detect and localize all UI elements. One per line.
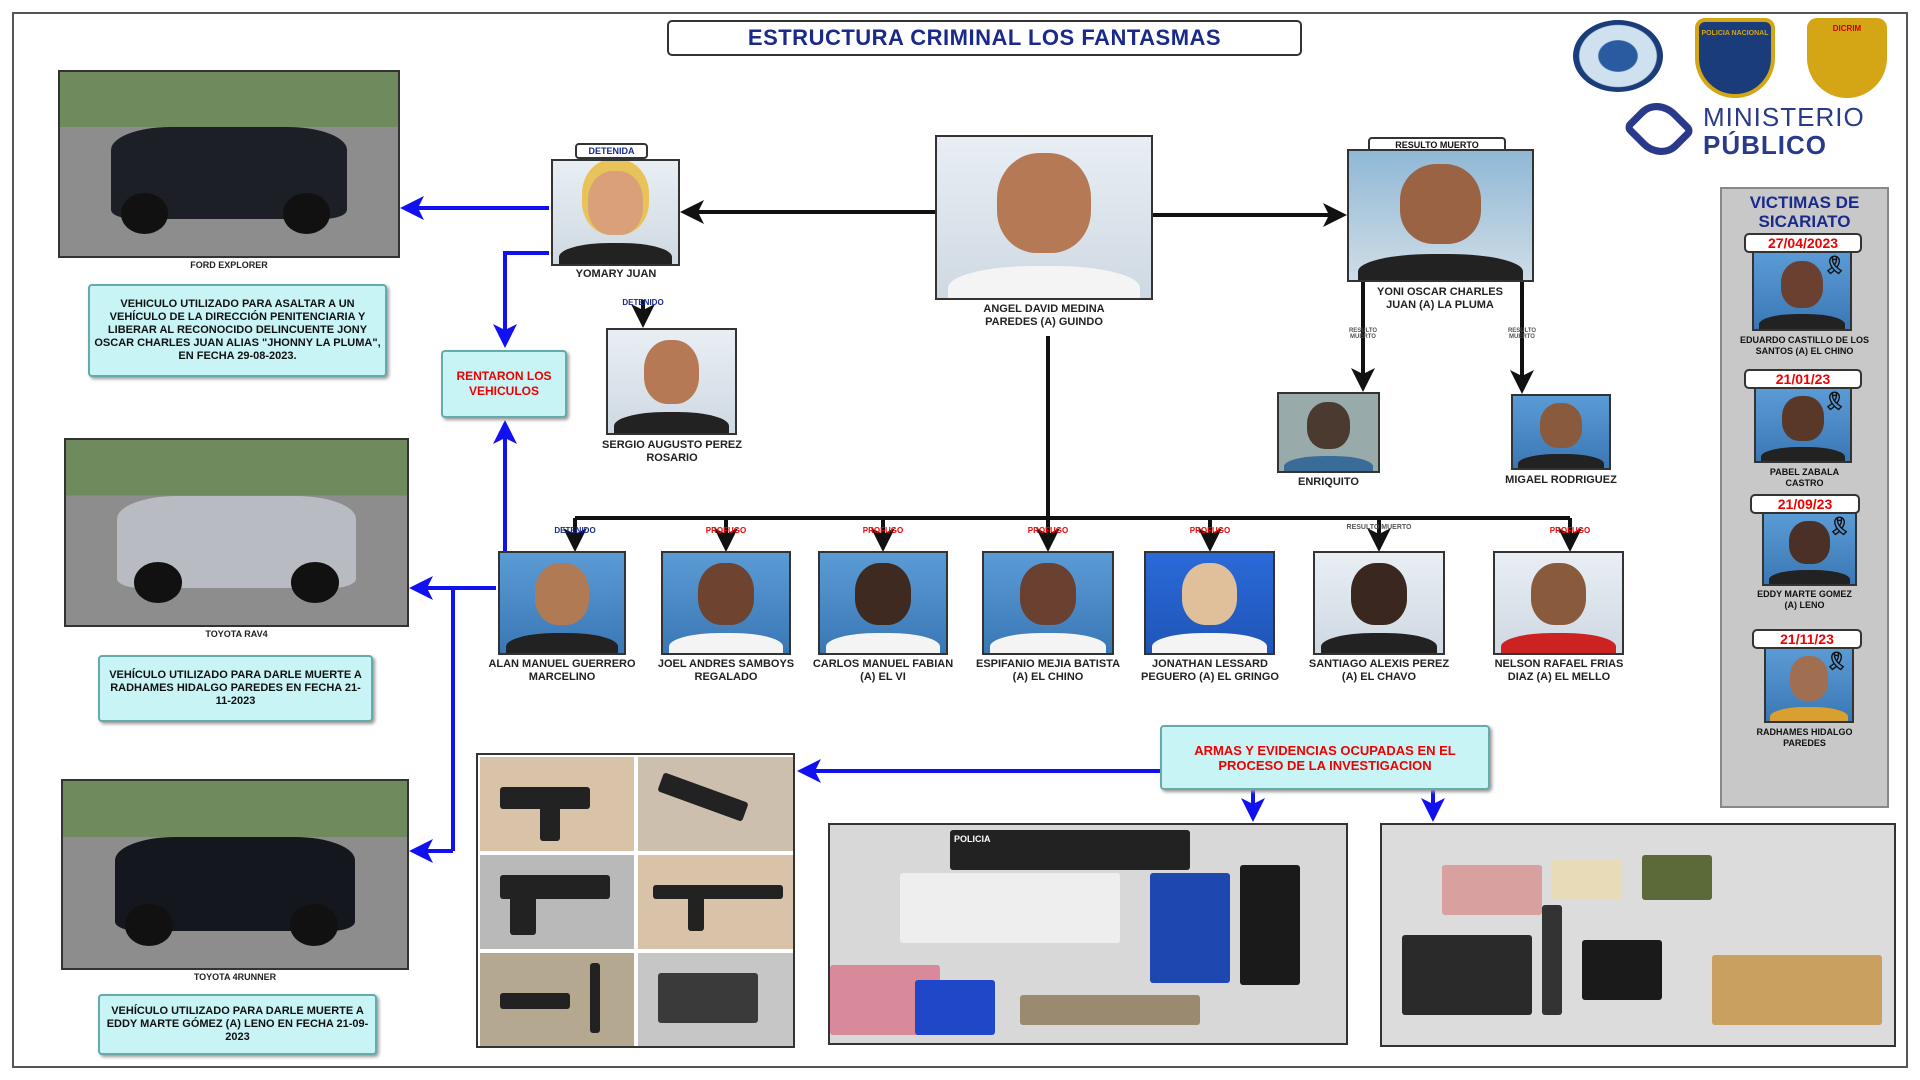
victims-title: VICTIMAS DE SICARIATO <box>1749 193 1860 231</box>
person-name: CARLOS MANUEL FABIAN (A) EL VI <box>812 658 954 683</box>
victim-photo: 🎗 <box>1764 647 1854 723</box>
status-label: DETENIDO <box>622 298 664 307</box>
mourning-ribbon-icon: 🎗 <box>1823 255 1846 275</box>
status-label: PROFUGO <box>1027 526 1069 535</box>
vehicle-description: VEHÍCULO UTILIZADO PARA DARLE MUERTE A E… <box>98 994 377 1055</box>
status-label: PROFUGO <box>862 526 904 535</box>
victim-date: 27/04/2023 <box>1744 233 1862 253</box>
person-name: JOEL ANDRES SAMBOYS REGALADO <box>657 658 795 683</box>
seal-dicrim-icon: DICRIM <box>1807 18 1887 98</box>
clothing-item <box>1150 873 1230 983</box>
photo-jonathan-lessard <box>1144 551 1275 655</box>
cash-item <box>1442 865 1542 915</box>
person-name: ESPIFANIO MEJIA BATISTA (A) EL CHINO <box>975 658 1121 683</box>
vehicle-photo-ford-explorer <box>58 70 400 258</box>
ministerio-line2: PÚBLICO <box>1703 130 1827 160</box>
status-label: PROFUGO <box>705 526 747 535</box>
person-name: ENRIQUITO <box>1298 476 1359 488</box>
weapon-photo <box>480 953 634 1046</box>
status-label: PROFUGO <box>1189 526 1231 535</box>
frame <box>12 12 1908 1068</box>
person-name: NELSON RAFAEL FRIAS DIAZ (A) EL MELLO <box>1494 658 1624 683</box>
status-label: PROFUGO <box>1549 526 1591 535</box>
police-vest: POLICIA <box>950 830 1190 870</box>
ministerio-text: MINISTERIO PÚBLICO <box>1703 103 1865 159</box>
clothing-item <box>900 873 1120 943</box>
ministerio-line1: MINISTERIO <box>1703 102 1865 132</box>
victim-date: 21/01/23 <box>1744 369 1862 389</box>
page-title: ESTRUCTURA CRIMINAL LOS FANTASMAS <box>667 20 1302 56</box>
photo-angel-medina-leader <box>935 135 1153 300</box>
victim-name: EDUARDO CASTILLO DE LOS SANTOS (A) EL CH… <box>1739 335 1869 356</box>
vehicle-label: FORD EXPLORER <box>190 260 268 270</box>
victim-name: PABEL ZABALA CASTRO <box>1769 467 1840 488</box>
person-name: ALAN MANUEL GUERRERO MARCELINO <box>488 658 636 683</box>
victim-photo: 🎗 <box>1762 512 1857 586</box>
photo-yomary-juan <box>551 159 680 266</box>
victims-panel: VICTIMAS DE SICARIATO 27/04/2023 🎗 EDUAR… <box>1720 187 1889 808</box>
photo-nelson-frias <box>1493 551 1624 655</box>
status-badge: DETENIDA <box>575 143 648 159</box>
weapons-photo-grid <box>476 753 795 1048</box>
evidence-label-box: ARMAS Y EVIDENCIAS OCUPADAS EN EL PROCES… <box>1160 725 1490 790</box>
vehicle-label: TOYOTA 4RUNNER <box>193 972 277 982</box>
victim-name: EDDY MARTE GOMEZ (A) LENO <box>1757 589 1852 610</box>
photo-sergio-perez <box>606 328 737 435</box>
status-label: RESULTO MUERTO <box>1507 328 1537 340</box>
person-name: YONI OSCAR CHARLES JUAN (A) LA PLUMA <box>1377 286 1503 311</box>
weapon-photo <box>480 757 634 851</box>
photo-alan-guerrero <box>498 551 626 655</box>
weapon-photo <box>638 757 793 851</box>
vehicle-photo-toyota-rav4 <box>64 438 409 627</box>
person-name: JONATHAN LESSARD PEGUERO (A) EL GRINGO <box>1141 658 1279 683</box>
seal-policia-icon: POLICIA NACIONAL <box>1695 18 1775 98</box>
logo-area: POLICIA NACIONAL DICRIM MINISTERIO PÚBLI… <box>1573 18 1898 166</box>
ammo-item <box>1020 995 1200 1025</box>
leader-name: ANGEL DAVID MEDINA PAREDES (A) GUINDO <box>983 303 1105 328</box>
victim-date: 21/11/23 <box>1752 629 1862 649</box>
vehicle-photo-toyota-4runner <box>61 779 409 970</box>
mourning-ribbon-icon: 🎗 <box>1825 651 1848 671</box>
item <box>1582 940 1662 1000</box>
weapon-photo <box>638 855 793 949</box>
photo-enriquito <box>1277 392 1380 473</box>
mourning-ribbon-icon: 🎗 <box>1823 391 1846 411</box>
vehicle-description: VEHICULO UTILIZADO PARA ASALTAR A UN VEH… <box>88 284 387 377</box>
photo-joel-samboys <box>661 551 791 655</box>
status-label: RESULTO MUERTO <box>1348 328 1378 340</box>
weapon-photo <box>480 855 634 949</box>
clothing-item <box>1240 865 1300 985</box>
person-name: MIGAEL RODRIGUEZ <box>1505 474 1617 486</box>
victim-photo: 🎗 <box>1752 251 1852 331</box>
evidence-photo-items <box>1380 823 1896 1047</box>
packages-item <box>1712 955 1882 1025</box>
vehicle-description: VEHÍCULO UTILIZADO PARA DARLE MUERTE A R… <box>98 655 373 722</box>
victim-name: RADHAMES HIDALGO PAREDES <box>1756 727 1853 748</box>
photo-migael-rodriguez <box>1511 394 1611 470</box>
victim-photo: 🎗 <box>1754 387 1852 463</box>
mourning-ribbon-icon: 🎗 <box>1828 516 1851 536</box>
vehicle-label: TOYOTA RAV4 <box>205 629 268 639</box>
bag-item <box>1642 855 1712 900</box>
person-name: YOMARY JUAN <box>575 268 657 280</box>
person-name: SERGIO AUGUSTO PEREZ ROSARIO <box>602 439 742 464</box>
evidence-photo-clothing: POLICIA <box>828 823 1348 1045</box>
rifle-item <box>1542 905 1562 1015</box>
photo-espifanio-mejia <box>982 551 1114 655</box>
envelope-item <box>1552 860 1622 900</box>
seal-ministerio-icon <box>1573 20 1663 92</box>
victim-date: 21/09/23 <box>1750 494 1860 514</box>
bag-item <box>915 980 995 1035</box>
photo-carlos-fabian <box>818 551 948 655</box>
weapon-photo <box>638 953 793 1046</box>
person-name: SANTIAGO ALEXIS PEREZ (A) EL CHAVO <box>1308 658 1450 683</box>
photo-santiago-perez <box>1313 551 1445 655</box>
status-label: RESULTO MUERTO <box>1346 524 1412 531</box>
photo-yoni-charles <box>1347 149 1534 282</box>
status-label: DETENIDO <box>554 526 596 535</box>
phones-item <box>1402 935 1532 1015</box>
rentaron-box: RENTARON LOS VEHICULOS <box>441 350 567 418</box>
